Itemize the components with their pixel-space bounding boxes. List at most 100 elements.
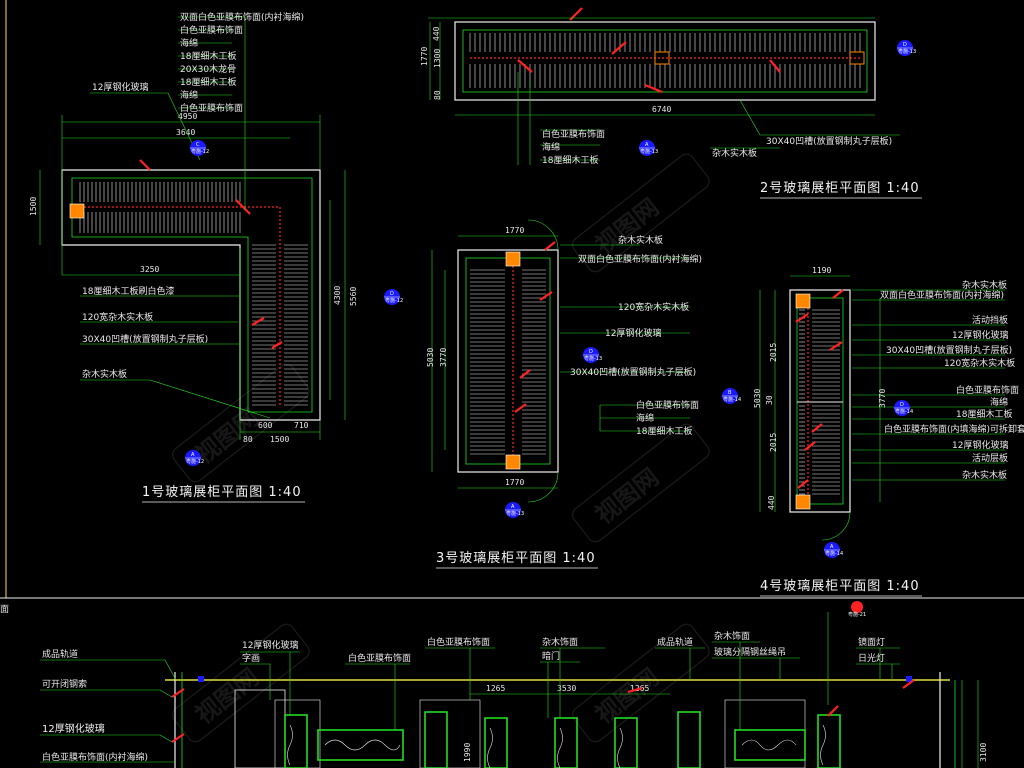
plan2-dim-w: 6740	[652, 105, 671, 114]
plan4-top-marker	[795, 293, 811, 309]
plan1-label-top-3: 18厘细木工板	[180, 50, 236, 62]
plan1-tag-right: D 粤施-12	[384, 289, 403, 305]
plan2-dim-h3: 1300	[433, 49, 442, 68]
svg-text:A: A	[830, 544, 834, 550]
plan1-column-marker	[69, 203, 85, 219]
plan2-label-1: 海绵	[542, 141, 560, 153]
plan-1: 4950 3640 3250 1500 5560 4300 1500 600 7…	[29, 11, 403, 503]
plan2-hatch	[469, 33, 861, 88]
elevation-label-top-2: 白色亚膜布饰面	[348, 652, 411, 664]
elevation-label-top-10: 镜面灯	[858, 636, 885, 648]
elevation-label-left-1: 可开闭钢索	[42, 678, 87, 690]
plan1-dim-h2: 5560	[349, 287, 358, 306]
elevation-label-left-2: 12厚钢化玻璃	[42, 722, 105, 735]
plan3-door-arc-top	[527, 219, 559, 251]
plan4-label-8: 18厘细木工板	[956, 408, 1012, 420]
plan1-dim-w2: 3640	[176, 128, 195, 137]
plan1-leaders	[80, 16, 271, 419]
plan3-outline	[457, 249, 559, 473]
plan1-label-top-4: 20X30木龙骨	[180, 63, 236, 75]
elevation-label-top-0: 12厚钢化玻璃	[242, 639, 298, 651]
elevation-tag: 粤施-21	[848, 601, 866, 618]
plan4-title: 4号玻璃展柜平面图 1:40	[760, 579, 920, 594]
elevation-label-top-4: 杂木饰面	[542, 636, 578, 648]
plan4-bottom-marker	[795, 494, 811, 510]
svg-text:A: A	[511, 504, 515, 510]
plan3-top-marker	[505, 251, 521, 267]
plan3-dim-w-bottom: 1770	[505, 478, 524, 487]
plan2-label-3: 30X40凹槽(放置钢制丸子层板)	[766, 135, 892, 147]
svg-text:D: D	[900, 402, 904, 408]
plan1-inner-outline	[71, 177, 313, 413]
elevation-label-top-7: 成品轨道	[657, 636, 693, 648]
plan1-tag-bottom: A 粤施-12	[185, 450, 204, 466]
svg-text:粤施-13: 粤施-13	[898, 48, 916, 55]
elevation-rail-end-left	[198, 676, 204, 682]
plan1-dimension-lines	[39, 115, 346, 440]
plan2-tag-bottom: A 粤施-13	[639, 140, 658, 156]
svg-text:粤施-14: 粤施-14	[895, 408, 913, 415]
plan4-section-cuts	[795, 289, 844, 489]
plan4-label-5: 120宽杂木实木板	[944, 357, 1015, 369]
plan2-label-2: 18厘细木工板	[542, 154, 598, 166]
plan1-dim-b1: 1500	[270, 435, 289, 444]
plan1-label-left-4: 杂木实木板	[82, 368, 127, 380]
plan1-label-top-2: 海绵	[180, 37, 198, 49]
elevation-panel-2	[274, 699, 321, 768]
plan3-dim-h1: 5030	[426, 348, 435, 367]
svg-text:粤施-12: 粤施-12	[385, 297, 403, 304]
plan1-hatch	[79, 182, 308, 406]
plan3-label-7: 18厘细木工板	[636, 425, 692, 437]
plan4-dim-s1: 2015	[769, 343, 778, 362]
svg-text:粤施-14: 粤施-14	[723, 396, 741, 403]
elevation-label-left-3: 白色亚膜布饰面(内衬海绵)	[42, 751, 148, 763]
plan3-bottom-marker	[505, 454, 521, 470]
plan4-dim-s4: 440	[767, 495, 776, 510]
plan3-inner-outline	[465, 257, 551, 465]
plan4-label-10: 12厚钢化玻璃	[952, 439, 1008, 451]
plan4-label-7: 海绵	[990, 396, 1008, 408]
plan2-tag-right: D 粤施-13	[897, 40, 916, 56]
plan3-tag-right: D 粤施-13	[583, 347, 602, 363]
plan3-label-3: 12厚钢化玻璃	[605, 327, 661, 339]
plan1-label-left-3: 30X40凹槽(放置钢制丸子层板)	[82, 333, 208, 345]
plan3-label-6: 海绵	[636, 412, 654, 424]
plan3-label-2: 120宽杂木实木板	[618, 301, 689, 313]
plan2-marker-b	[849, 51, 865, 65]
plan4-label-2: 活动挡板	[972, 314, 1008, 326]
plan4-dim-s3: 30	[765, 395, 774, 405]
plan2-dim-h4: 80	[433, 90, 442, 100]
elevation-panel-4	[724, 699, 806, 768]
plan1-dim-h3: 4300	[333, 286, 342, 305]
plan1-label-top-0: 双面白色亚膜布饰面(内衬海绵)	[180, 11, 304, 23]
plan1-dim-h1: 1500	[29, 197, 38, 216]
plan2-dimension-lines	[428, 17, 900, 165]
plan4-dim-h2: 3770	[878, 389, 887, 408]
plan4-dim-h1: 5030	[753, 389, 762, 408]
plan1-dim-b2: 600	[258, 421, 273, 430]
plan4-label-4: 30X40凹槽(放置钢制丸子层板)	[886, 344, 1012, 356]
plan4-label-3: 12厚钢化玻璃	[952, 329, 1008, 341]
svg-text:粤施-13: 粤施-13	[640, 148, 658, 155]
plan4-label-1: 双面白色亚膜布饰面(内衬海绵)	[880, 289, 1004, 301]
svg-text:粤施-13: 粤施-13	[584, 355, 602, 362]
plan3-label-5: 白色亚膜布饰面	[636, 399, 699, 411]
plan4-hatch	[799, 309, 840, 495]
plan4-dim-w: 1190	[812, 266, 831, 275]
plan-4: 1190 5030 3770 2015 2015 30 440 杂木实木板 双面…	[722, 266, 1024, 597]
plan3-label-1: 双面白色亚膜布饰面(内衬海绵)	[578, 253, 702, 265]
plan2-inner-outline	[462, 29, 868, 93]
elevation-dimension-lines	[470, 680, 979, 768]
plan1-label-top-5: 18厘细木工板	[180, 76, 236, 88]
svg-text:粤施-13: 粤施-13	[506, 510, 524, 517]
plan4-door-arc	[821, 511, 851, 541]
plan3-dim-h2: 3770	[439, 348, 448, 367]
plan2-dim-h1: 1770	[420, 47, 429, 66]
svg-text:粤施-14: 粤施-14	[825, 550, 843, 557]
plan4-label-12: 杂木实木板	[962, 469, 1007, 481]
svg-text:粤施-12: 粤施-12	[191, 148, 209, 155]
plan1-dim-w3: 3250	[140, 265, 159, 274]
elevation: 面	[0, 601, 988, 768]
plan1-label-top-1: 白色亚膜布饰面	[180, 24, 243, 36]
plan3-hatch	[470, 269, 546, 455]
